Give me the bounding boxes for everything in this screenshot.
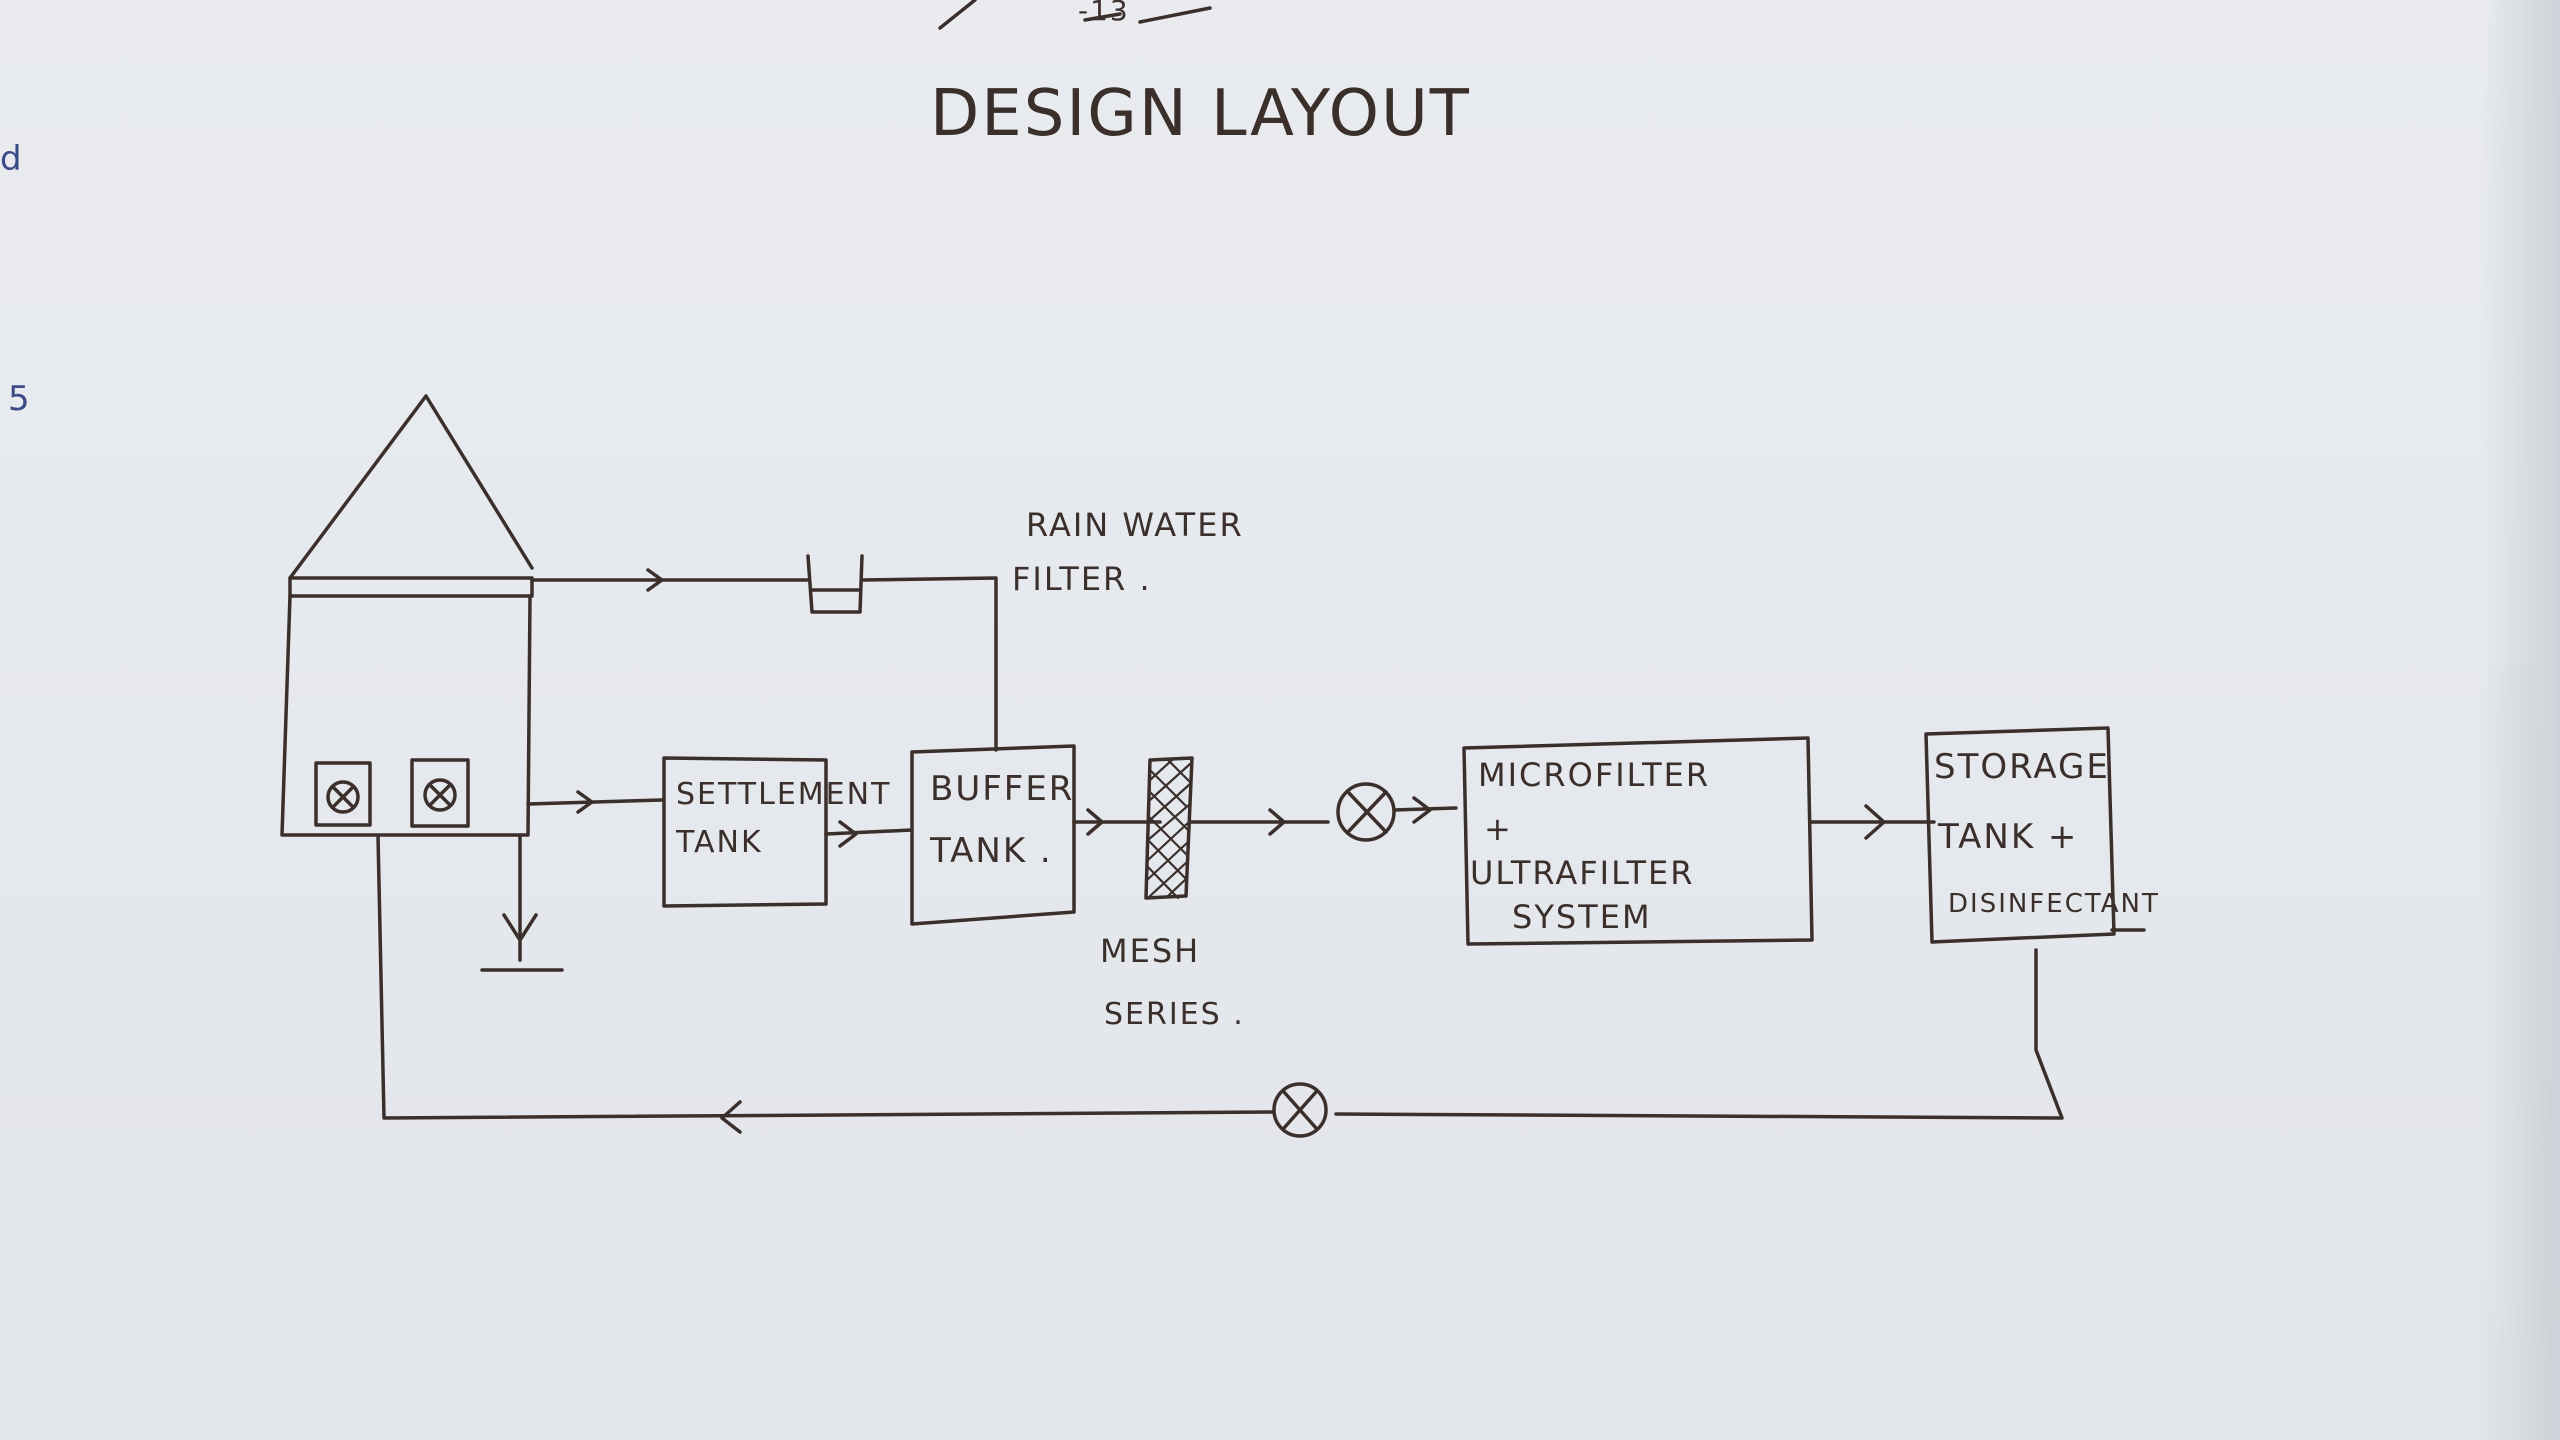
top-scribble-stroke-2 [1083, 6, 1212, 24]
margin-mark-d: d [0, 139, 24, 179]
top-scribble-stroke [938, 0, 977, 30]
arrow-right-icon [1412, 796, 1432, 824]
pipe-settlement-to-buffer [824, 828, 914, 836]
valve-icon [326, 780, 360, 814]
buffer-tank-box [910, 744, 1076, 926]
rain-water-filter-label-1: RAIN WATER [1026, 506, 1244, 544]
storage-tank-label-1: STORAGE [1934, 747, 2110, 787]
microfilter-label-2: + [1484, 810, 1513, 848]
microfilter-label-4: SYSTEM [1512, 898, 1652, 936]
arrow-left-icon [720, 1100, 742, 1134]
house-gutter [288, 576, 534, 598]
pipe-return-right [1334, 948, 2064, 1120]
pipe-return-left [376, 834, 1276, 1120]
settlement-tank-label-1: SETTLEMENT [676, 777, 891, 812]
margin-mark-5: 5 [8, 379, 32, 419]
rain-water-filter-icon [806, 554, 864, 614]
mesh-series-label-2: SERIES . [1104, 997, 1245, 1032]
house-window-left [314, 761, 372, 827]
paper-edge-shadow [2480, 0, 2560, 1440]
valve-icon-cross [331, 785, 355, 809]
microfilter-label-1: MICROFILTER [1478, 756, 1710, 794]
arrow-right-icon [1086, 808, 1104, 836]
settlement-tank-label-2: TANK [675, 825, 763, 860]
storage-tank-label-2: TANK + [1937, 817, 2078, 857]
mesh-series-block [1144, 756, 1194, 900]
pipe-house-to-settlement [526, 798, 664, 806]
pipe-filter-to-buffer [860, 576, 998, 752]
storage-tank-label-3: DISINFECTANT [1948, 889, 2160, 919]
buffer-tank-label-2: TANK . [929, 831, 1053, 871]
settlement-tank-box [662, 756, 828, 908]
arrow-right-icon [646, 568, 664, 592]
page-title: DESIGN LAYOUT [930, 77, 1471, 151]
arrow-right-icon [576, 790, 594, 814]
return-valve-icon [1272, 1082, 1328, 1138]
arrow-right-icon [1268, 808, 1286, 836]
storage-tank-box [1924, 726, 2116, 944]
pipe-pump-to-microfilter [1392, 806, 1458, 812]
valve-icon [423, 778, 457, 812]
microfilter-label-3: ULTRAFILTER [1470, 854, 1694, 892]
valve-icon-cross [428, 783, 452, 807]
pump-valve-icon [1336, 782, 1396, 842]
buffer-tank-label-1: BUFFER [930, 769, 1074, 809]
house-roof [288, 394, 534, 580]
microfilter-system-box [1462, 736, 1814, 946]
arrow-right-icon [1864, 804, 1886, 840]
pump-valve-cross [1346, 790, 1388, 834]
rain-water-filter-label-2: FILTER . [1012, 560, 1152, 598]
arrow-right-icon [838, 820, 858, 848]
house-window-right [410, 758, 470, 828]
mesh-series-label-1: MESH [1100, 932, 1200, 970]
return-valve-cross [1282, 1090, 1318, 1130]
mesh-hatch-cross [1145, 758, 1192, 900]
top-scribble-text: -13 [1078, 0, 1130, 27]
house-body [280, 594, 532, 837]
arrow-down-icon [502, 913, 538, 942]
